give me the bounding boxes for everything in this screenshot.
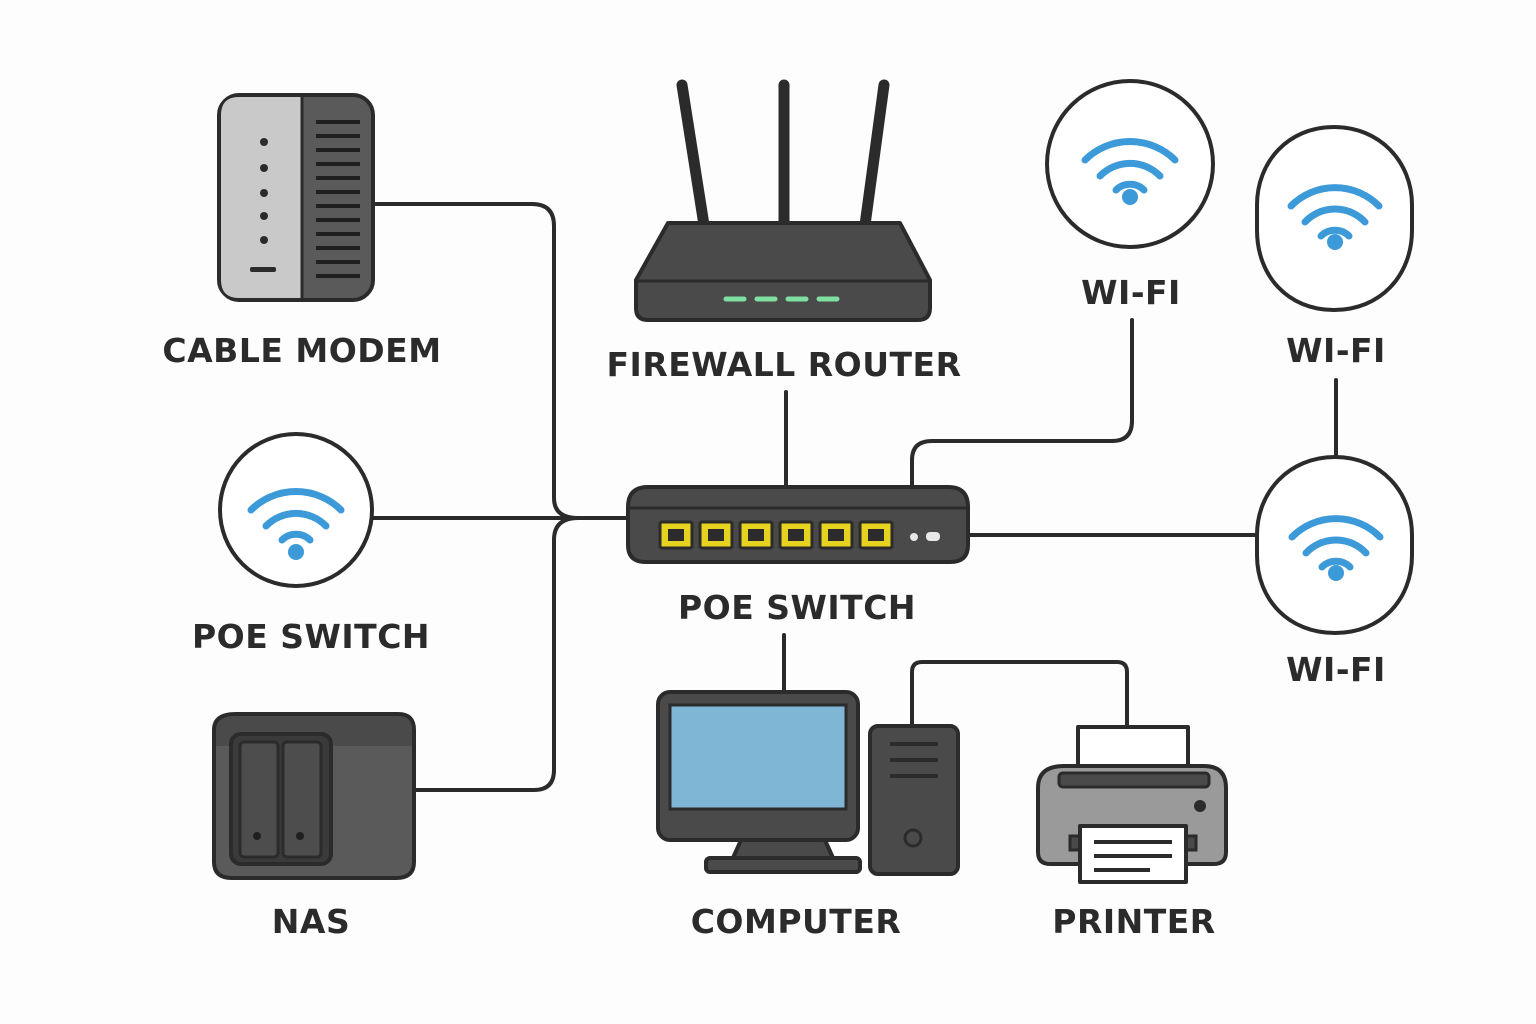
wifi-top-label: WI-FI <box>1081 273 1181 312</box>
cable-modem <box>217 93 375 302</box>
wire-wifi-top-to-switch <box>910 318 1134 490</box>
printer-label: PRINTER <box>1052 902 1215 941</box>
firewall-router <box>634 79 932 322</box>
poe-switch-main <box>626 485 970 564</box>
wifi-access-point-top <box>1045 79 1215 249</box>
wifi-icon <box>1287 184 1383 240</box>
wifi-access-point-right-top <box>1255 125 1414 312</box>
printer <box>1036 725 1228 884</box>
wifi-right-mid-label: WI-FI <box>1286 650 1386 689</box>
firewall-router-label: FIREWALL ROUTER <box>607 345 962 384</box>
wifi-icon <box>1288 515 1384 571</box>
wifi-icon <box>1081 138 1179 194</box>
wifi-access-point-right-mid <box>1255 455 1414 635</box>
nas-label: NAS <box>272 902 350 941</box>
wire-computer-to-printer <box>910 660 1129 730</box>
access-point-left <box>218 432 374 588</box>
wifi-icon <box>247 488 345 544</box>
nas <box>212 712 416 880</box>
cable-modem-label: CABLE MODEM <box>162 331 441 370</box>
wire-nas-to-switch <box>413 516 580 792</box>
computer-label: COMPUTER <box>691 902 902 941</box>
poe-switch-left-label: POE SWITCH <box>192 617 430 656</box>
wifi-right-top-label: WI-FI <box>1286 331 1386 370</box>
connection-wires <box>370 202 1338 792</box>
poe-switch-main-label: POE SWITCH <box>678 588 916 627</box>
computer <box>656 690 960 876</box>
